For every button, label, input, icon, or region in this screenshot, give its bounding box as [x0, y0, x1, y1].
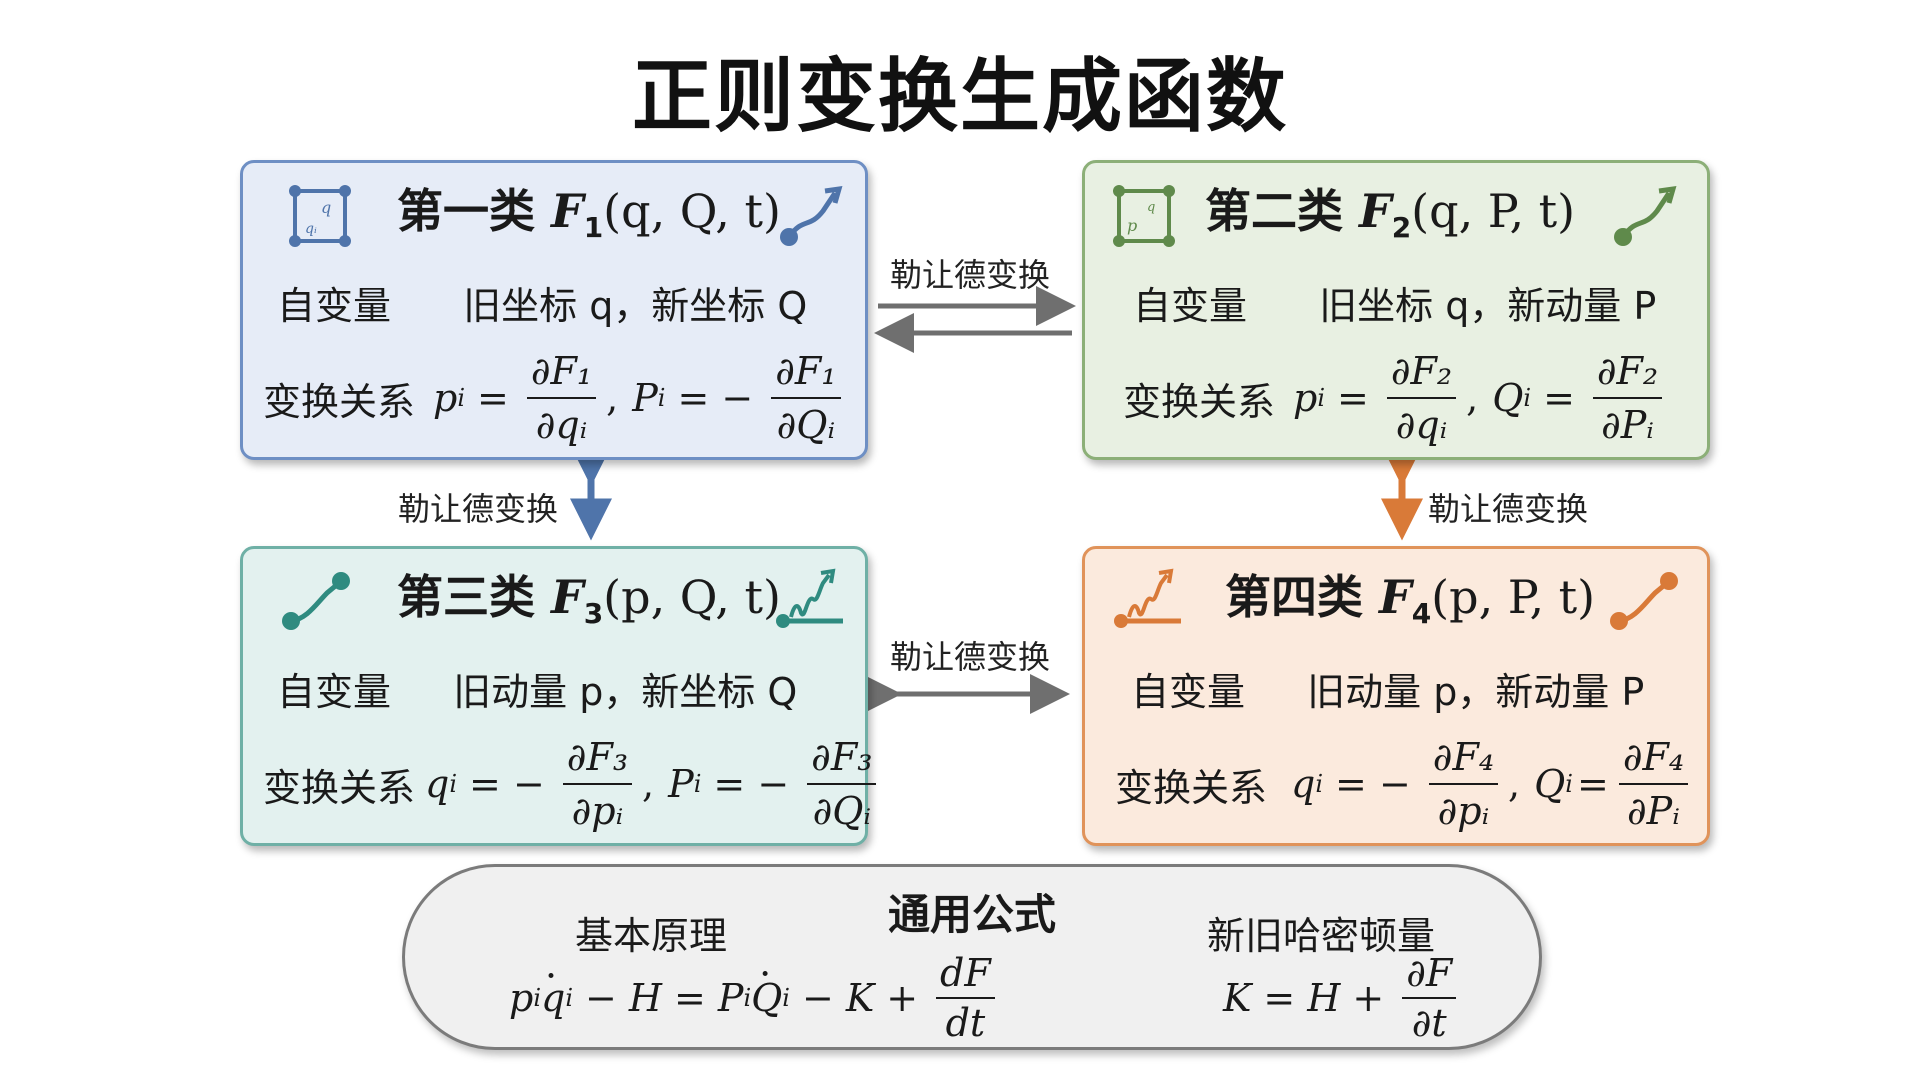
general-title: 通用公式 — [887, 890, 1056, 939]
card-title: 第一类 F1(q, Q, t) — [397, 181, 781, 245]
variables-row: 自变量 旧动量 p，新动量 P — [1131, 661, 1644, 716]
coordinate-box-icon: q p — [1113, 185, 1175, 247]
eq1-lhs: q — [425, 762, 450, 806]
relation-label: 变换关系 — [1123, 379, 1276, 424]
eq2-fraction: ∂F₃∂Qᵢ — [807, 733, 877, 835]
generating-function-name: F — [1359, 184, 1392, 238]
eq2-sign: = — [1543, 376, 1575, 420]
eq1-fraction: ∂F₁∂qᵢ — [526, 347, 597, 449]
eq2-lhs: Q — [1492, 376, 1524, 420]
new-old-hamiltonian-equation: K = H + ∂F∂t — [1223, 951, 1462, 1045]
eq2-sign: = − — [677, 376, 754, 420]
eq2-lhs: P — [632, 376, 658, 420]
variables-label: 自变量 — [277, 670, 392, 714]
eq1-sign: = — [477, 376, 509, 420]
function-index: 1 — [583, 211, 604, 245]
variables-text: 旧动量 p，新动量 P — [1307, 670, 1645, 714]
svg-text:qᵢ: qᵢ — [305, 221, 317, 237]
eq2-lhs: P — [668, 762, 694, 806]
hamiltonian-label: 新旧哈密顿量 — [1207, 914, 1436, 958]
svg-text:q: q — [1147, 200, 1155, 215]
curve-arrow-icon — [1614, 185, 1677, 246]
legendre-label-middle: 勒让德变换 — [890, 638, 1051, 676]
eq1-sign: = − — [469, 762, 545, 806]
legendre-label-top: 勒让德变换 — [890, 256, 1051, 294]
eq1-fraction: ∂F₂∂qᵢ — [1386, 347, 1457, 449]
function-index: 4 — [1411, 597, 1432, 631]
variables-row: 自变量 旧坐标 q，新坐标 Q — [277, 275, 807, 330]
generating-function-name: F — [551, 184, 584, 238]
path-curve-icon — [1610, 572, 1678, 630]
eq1-fraction: ∂F₄∂pᵢ — [1428, 733, 1499, 835]
function-index: 2 — [1391, 211, 1412, 245]
relation-label: 变换关系 — [1115, 765, 1268, 810]
variables-text: 旧坐标 q，新坐标 Q — [463, 284, 808, 328]
function-args: (q, Q, t) — [603, 184, 781, 238]
card-title: 第四类 F4(p, P, t) — [1225, 567, 1596, 631]
eq1-lhs: p — [1293, 376, 1318, 420]
variables-label: 自变量 — [1131, 670, 1246, 714]
eq2-lhs: Q — [1534, 762, 1566, 806]
card-type2: q p 第二类 F2(q, P, t) 自变量 旧坐标 q，新动量 P 变换关系… — [1082, 160, 1710, 460]
variables-row: 自变量 旧动量 p，新坐标 Q — [277, 661, 797, 716]
card-type-label: 第三类 — [397, 570, 535, 624]
svg-text:p: p — [1127, 216, 1137, 235]
eq1-fraction: ∂F₃∂pᵢ — [562, 733, 633, 835]
generating-function-name: F — [1379, 570, 1412, 624]
generating-function-name: F — [551, 570, 584, 624]
card-type-label: 第四类 — [1225, 570, 1363, 624]
path-curve-icon — [282, 572, 350, 630]
legendre-label-right: 勒让德变换 — [1428, 490, 1589, 528]
relation-label: 变换关系 — [263, 765, 416, 810]
card-type-label: 第一类 — [397, 184, 535, 238]
variables-label: 自变量 — [1133, 284, 1248, 328]
relation-label: 变换关系 — [263, 379, 416, 424]
variables-label: 自变量 — [277, 284, 392, 328]
eq2-fraction: ∂F₄∂Pᵢ — [1618, 733, 1689, 835]
card-type1: q qᵢ 第一类 F1(q, Q, t) 自变量 旧坐标 q，新坐标 Q 变换关… — [240, 160, 868, 460]
curve-arrow-icon — [780, 185, 843, 246]
basic-principle-label: 基本原理 — [575, 914, 728, 958]
eq1-sign: = − — [1335, 762, 1411, 806]
function-args: (p, Q, t) — [603, 570, 781, 624]
page-title: 正则变换生成函数 — [632, 50, 1288, 143]
card-title: 第三类 F3(p, Q, t) — [397, 567, 781, 631]
eq2-fraction: ∂F₁∂Qᵢ — [771, 347, 841, 449]
eq2-fraction: ∂F₂∂Pᵢ — [1592, 347, 1663, 449]
function-args: (q, P, t) — [1411, 184, 1576, 238]
wave-graph-icon — [776, 568, 843, 628]
variables-row: 自变量 旧坐标 q，新动量 P — [1133, 275, 1656, 330]
card-type-label: 第二类 — [1205, 184, 1343, 238]
eq1-lhs: p — [433, 376, 458, 420]
coordinate-box-icon: q qᵢ — [289, 185, 351, 247]
wave-graph-icon — [1114, 568, 1181, 628]
card-title: 第二类 F2(q, P, t) — [1205, 181, 1576, 245]
svg-text:q: q — [321, 198, 331, 217]
eq2-sign: = − — [713, 762, 790, 806]
eq2-sign: = — [1576, 762, 1609, 806]
legendre-label-left: 勒让德变换 — [398, 490, 559, 528]
function-index: 3 — [583, 597, 604, 631]
variables-text: 旧坐标 q，新动量 P — [1319, 284, 1657, 328]
function-args: (p, P, t) — [1431, 570, 1596, 624]
variables-text: 旧动量 p，新坐标 Q — [453, 670, 798, 714]
eq1-sign: = — [1337, 376, 1369, 420]
eq1-lhs: q — [1291, 762, 1316, 806]
